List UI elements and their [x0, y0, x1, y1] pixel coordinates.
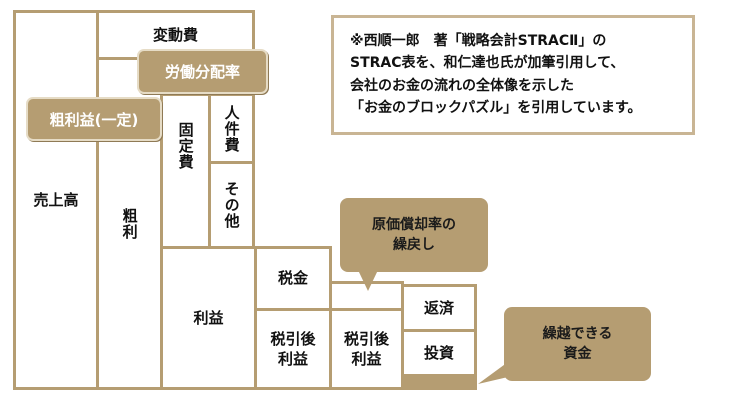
carryover-callout-line2: 資金 [563, 346, 592, 362]
profit-label: 利益 [193, 308, 224, 327]
depreciation-callout-line2: 繰戻し [393, 237, 435, 253]
depreciation-callout-line1: 原価償却率の [372, 216, 456, 233]
carryover-funds-bar [401, 375, 477, 390]
personnel-cost-label: 人件費 [222, 104, 241, 153]
personnel-cost-block: 人件費 [208, 93, 255, 164]
after-tax-profit-block: 税引後利益 [254, 308, 332, 390]
source-note-line4: 「お金のブロックパズル」を引用しています。 [350, 100, 642, 117]
carryover-pointer [478, 362, 508, 384]
after-tax-profit-label-2: 税引後利益 [343, 329, 389, 368]
investment-block: 投資 [401, 329, 477, 377]
sales-label: 売上高 [33, 190, 79, 209]
gross-profit-fixed-chip: 粗利益(一定) [26, 97, 162, 141]
after-tax-profit-block-2: 税引後利益 [329, 308, 404, 390]
tax-label: 税金 [277, 269, 308, 288]
repayment-label: 返済 [423, 298, 454, 317]
source-note-line2: STRAC表を、和仁達也氏が加筆引用して、 [350, 55, 625, 72]
other-cost-label: その他 [222, 181, 241, 229]
depreciation-pointer [358, 270, 378, 291]
carryover-callout: 繰越できる 資金 [504, 307, 651, 381]
labor-share-chip: 労働分配率 [137, 49, 268, 94]
investment-label: 投資 [423, 343, 454, 362]
depreciation-callout: 原価償却率の 繰戻し [340, 198, 488, 272]
variable-cost-label: 変動費 [152, 25, 198, 44]
source-note-line3: 会社のお金の流れの全体像を示した [350, 77, 574, 94]
other-cost-block: その他 [208, 161, 255, 249]
sales-block: 売上高 [13, 10, 99, 390]
gross-profit-label: 粗利 [120, 207, 139, 240]
after-tax-profit-label: 税引後利益 [270, 329, 316, 368]
profit-block: 利益 [160, 246, 257, 390]
labor-share-label: 労働分配率 [164, 63, 240, 81]
repayment-block: 返済 [401, 284, 477, 332]
fixed-cost-label: 固定費 [176, 122, 195, 170]
source-note: ※西順一郎 著「戦略会計STRACⅡ」の STRAC表を、和仁達也氏が加筆引用し… [331, 15, 695, 135]
gross-profit-fixed-label: 粗利益(一定) [49, 110, 139, 129]
carryover-callout-line1: 繰越できる [542, 325, 613, 342]
source-note-line1: ※西順一郎 著「戦略会計STRACⅡ」の [350, 33, 607, 49]
